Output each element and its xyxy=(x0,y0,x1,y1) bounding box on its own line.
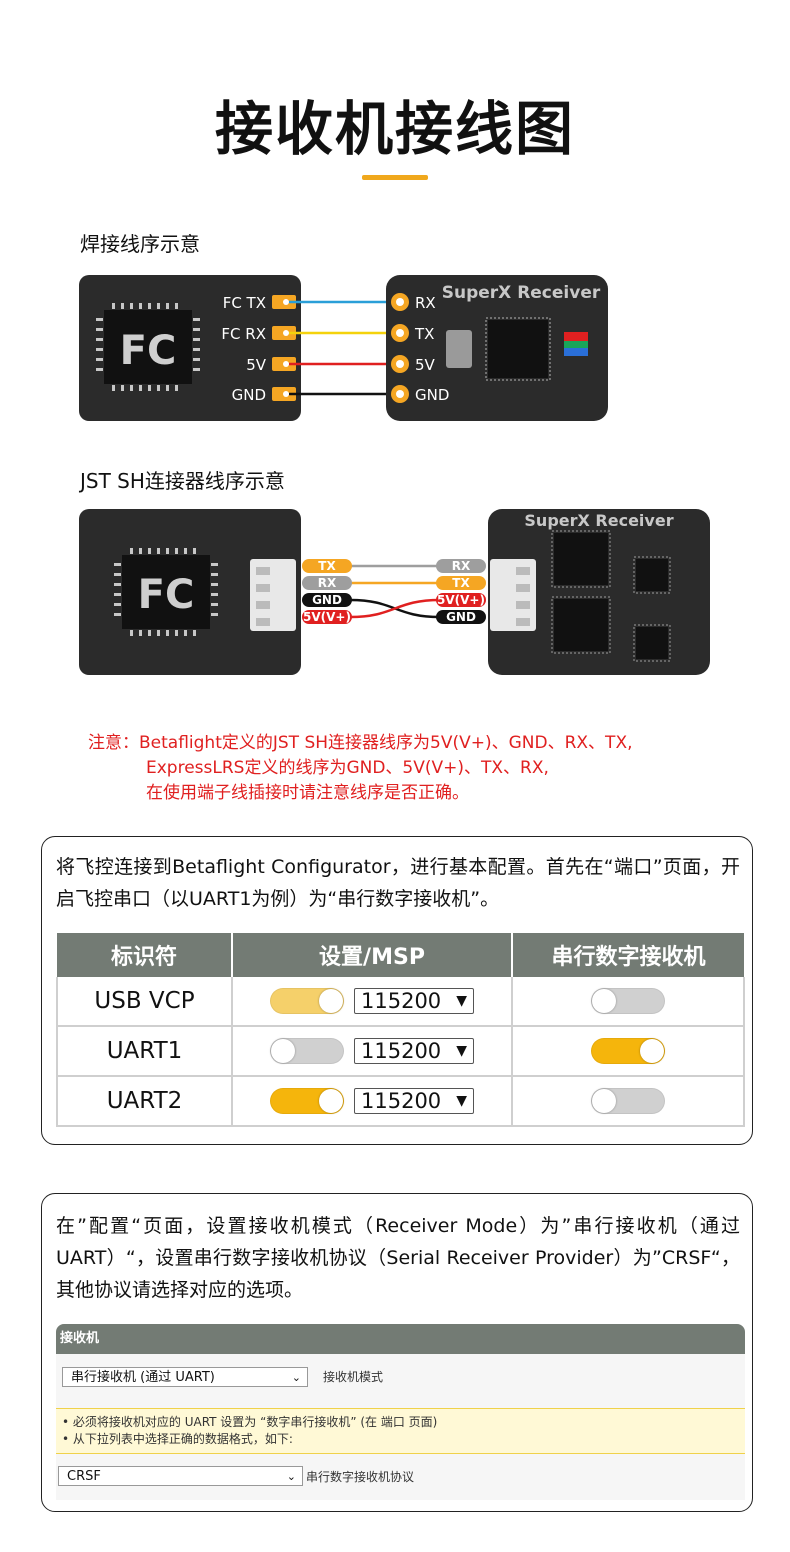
fc-jst-connector xyxy=(250,559,296,631)
jst-wires xyxy=(349,564,441,619)
jst-rx-tag: 5V(V+) xyxy=(437,593,485,607)
note-line: 在使用端子线插接时请注意线序是否正确。 xyxy=(146,783,469,803)
port-id: UART2 xyxy=(56,1075,233,1127)
msp-toggle[interactable] xyxy=(270,1088,344,1115)
receiver-title: SuperX Receiver xyxy=(524,511,673,530)
jst-rx-tag: GND xyxy=(446,610,476,624)
receiver-mode-select[interactable]: 串行接收机 (通过 UART)⌄ xyxy=(62,1367,308,1387)
fc-chip-label: FC xyxy=(120,328,177,374)
receiver-pads xyxy=(391,293,409,403)
table-row: UART2 115200▼ xyxy=(56,1075,745,1127)
wiring-note: 注意：Betaflight定义的JST SH连接器线序为5V(V+)、GND、R… xyxy=(88,731,633,806)
triangle-down-icon: ▼ xyxy=(456,993,467,1010)
jst-fc-tag: 5V(V+) xyxy=(303,610,351,624)
jst-wiring-diagram: FC TX RX GND 5V(V+) RX TX 5V(V+) GND xyxy=(79,509,710,675)
port-id: USB VCP xyxy=(56,977,233,1027)
solder-wires xyxy=(288,300,400,396)
msp-toggle[interactable] xyxy=(270,988,344,1015)
serial-rx-toggle[interactable] xyxy=(591,988,665,1015)
note-line: ExpressLRS定义的线序为GND、5V(V+)、TX、RX, xyxy=(146,758,549,778)
receiver-chip xyxy=(485,317,551,381)
fc-chip-label: FC xyxy=(138,572,195,618)
ports-instruction-box: 将飞控连接到Betaflight Configurator，进行基本配置。首先在… xyxy=(41,836,753,1145)
chevron-down-icon: ⌄ xyxy=(291,1371,301,1384)
table-header: 标识符 xyxy=(57,933,233,977)
receiver-instruction-box: 在”配置“页面，设置接收机模式（Receiver Mode）为”串行接收机（通过… xyxy=(41,1193,753,1512)
receiver-mode-label: 接收机模式 xyxy=(323,1370,384,1384)
wire-5v xyxy=(349,598,441,619)
triangle-down-icon: ▼ xyxy=(456,1093,467,1110)
baud-select[interactable]: 115200▼ xyxy=(354,1088,474,1115)
rx-pin-label: 5V xyxy=(415,356,436,374)
jst-fc-tag: RX xyxy=(318,576,337,590)
led-icon xyxy=(564,332,588,356)
jst-rx-tag: TX xyxy=(452,576,470,590)
page-title: 接收机接线图 xyxy=(214,95,575,163)
receiver-config-panel: 接收机 串行接收机 (通过 UART)⌄ 接收机模式 • 必须将接收机对应的 U… xyxy=(56,1324,745,1500)
table-header: 设置/MSP xyxy=(232,933,513,977)
fc-pin-label: FC TX xyxy=(223,294,266,312)
jst-fc-tag: GND xyxy=(312,593,342,607)
fc-pin-label: GND xyxy=(232,386,266,404)
note-line: 注意：Betaflight定义的JST SH连接器线序为5V(V+)、GND、R… xyxy=(88,733,633,753)
section-jst-label: JST SH连接器线序示意 xyxy=(80,469,285,493)
fc-chip: FC xyxy=(96,303,200,391)
receiver-instruction-text: 在”配置“页面，设置接收机模式（Receiver Mode）为”串行接收机（通过… xyxy=(56,1215,740,1301)
chevron-down-icon: ⌄ xyxy=(286,1470,296,1483)
rx-jst-connector xyxy=(490,559,536,631)
rx-pin-label: RX xyxy=(415,294,436,312)
serial-rx-toggle[interactable] xyxy=(591,1038,665,1065)
fc-pads xyxy=(272,295,296,401)
msp-toggle[interactable] xyxy=(270,1038,344,1065)
warning-line: • 从下拉列表中选择正确的数据格式，如下: xyxy=(62,1432,293,1446)
serial-provider-label: 串行数字接收机协议 xyxy=(306,1470,415,1484)
warning-line: • 必须将接收机对应的 UART 设置为 “数字串行接收机” (在 端口 页面) xyxy=(62,1415,438,1429)
section-solder-label: 焊接线序示意 xyxy=(80,232,200,256)
receiver-warning: • 必须将接收机对应的 UART 设置为 “数字串行接收机” (在 端口 页面)… xyxy=(56,1408,745,1454)
title-underline xyxy=(362,175,428,180)
baud-select[interactable]: 115200▼ xyxy=(354,988,474,1015)
solder-wiring-diagram: FC FC TX FC RX 5V GND SuperX Receiver RX… xyxy=(79,275,608,421)
table-row: UART1 115200▼ xyxy=(56,1025,745,1077)
fc-pin-label: FC RX xyxy=(221,325,266,343)
jst-rx-tag: RX xyxy=(452,559,471,573)
serial-rx-toggle[interactable] xyxy=(591,1088,665,1115)
rx-pin-label: GND xyxy=(415,386,449,404)
baud-select[interactable]: 115200▼ xyxy=(354,1038,474,1065)
receiver-chips xyxy=(551,530,671,662)
table-header: 串行数字接收机 xyxy=(512,933,744,977)
fc-pin-label: 5V xyxy=(246,356,267,374)
serial-provider-select[interactable]: CRSF⌄ xyxy=(58,1466,303,1486)
fc-chip: FC xyxy=(114,548,218,636)
receiver-component xyxy=(446,330,472,368)
ports-table: 标识符 设置/MSP 串行数字接收机 USB VCP 115200▼ UART1… xyxy=(56,933,745,1127)
triangle-down-icon: ▼ xyxy=(456,1043,467,1060)
table-row: USB VCP 115200▼ xyxy=(56,977,745,1027)
jst-fc-tag: TX xyxy=(318,559,336,573)
receiver-title: SuperX Receiver xyxy=(442,283,601,303)
rx-pin-label: TX xyxy=(414,325,434,343)
ports-instruction-text: 将飞控连接到Betaflight Configurator，进行基本配置。首先在… xyxy=(56,856,740,910)
port-id: UART1 xyxy=(56,1025,233,1077)
panel-title: 接收机 xyxy=(56,1324,745,1354)
